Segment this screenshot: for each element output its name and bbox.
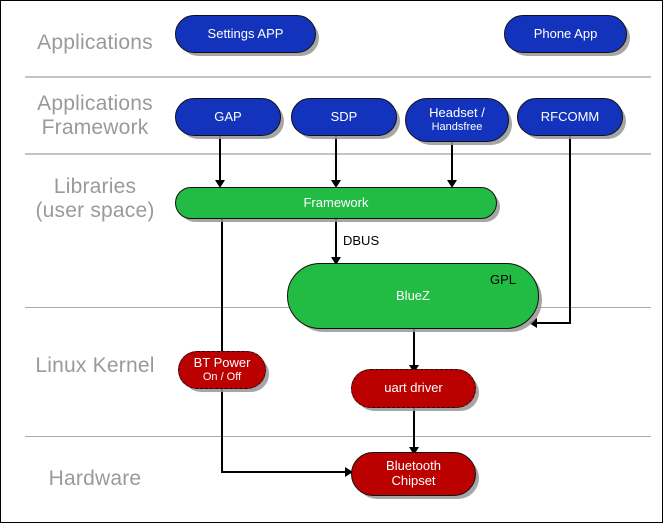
edge-uart-to-chipset-arrow bbox=[409, 447, 419, 455]
tier-label-applications: Applications bbox=[37, 31, 153, 54]
node-bt-power-label-line2: On / Off bbox=[202, 371, 242, 384]
edge-sdp-to-framework bbox=[335, 136, 337, 184]
edge-uart-to-chipset bbox=[413, 408, 415, 451]
node-headset-handsfree[interactable]: Headset / Handsfree bbox=[405, 98, 509, 142]
node-bluetooth-chipset-label-line2: Chipset bbox=[391, 473, 436, 488]
node-bluetooth-chipset[interactable]: Bluetooth Chipset bbox=[351, 452, 476, 496]
edge-framework-to-bluez bbox=[335, 219, 337, 261]
edge-rfcomm-to-bluez-vertical bbox=[569, 136, 571, 324]
node-bluez[interactable]: GPL BlueZ bbox=[287, 263, 539, 329]
node-bluez-license-badge: GPL bbox=[489, 272, 516, 287]
edge-rfcomm-to-bluez-arrow bbox=[529, 318, 537, 328]
tier-divider-1 bbox=[25, 76, 651, 78]
node-bluez-label: BlueZ bbox=[396, 287, 430, 303]
node-uart-driver[interactable]: uart driver bbox=[351, 369, 476, 408]
node-uart-driver-label: uart driver bbox=[384, 380, 443, 396]
tier-label-hardware: Hardware bbox=[48, 467, 142, 490]
node-bt-power-label-line1: BT Power bbox=[193, 355, 251, 371]
edge-framework-to-chipset-vertical bbox=[221, 219, 223, 473]
edge-sdp-to-framework-arrow bbox=[331, 180, 341, 188]
node-sdp-label: SDP bbox=[330, 108, 358, 124]
node-bt-power[interactable]: BT Power On / Off bbox=[178, 351, 266, 389]
edge-gap-to-framework-arrow bbox=[215, 180, 225, 188]
node-sdp[interactable]: SDP bbox=[291, 98, 397, 136]
edge-rfcomm-to-bluez-horizontal bbox=[537, 322, 571, 324]
node-phone-app-label: Phone App bbox=[533, 25, 598, 41]
node-headset-handsfree-label-line1: Headset / bbox=[429, 105, 485, 121]
tier-label-libraries: Libraries (user space) bbox=[35, 175, 155, 222]
tier-divider-4 bbox=[25, 436, 651, 437]
node-settings-app-label: Settings APP bbox=[207, 25, 284, 41]
edge-framework-to-bluez-arrow bbox=[331, 257, 341, 265]
node-phone-app[interactable]: Phone App bbox=[504, 15, 627, 53]
edge-framework-to-chipset-arrow bbox=[345, 467, 353, 477]
tier-divider-2 bbox=[25, 153, 651, 155]
edge-headset-to-framework bbox=[451, 142, 453, 184]
node-framework[interactable]: Framework bbox=[175, 187, 497, 219]
tier-label-applications-framework: Applications Framework bbox=[37, 92, 153, 139]
node-settings-app[interactable]: Settings APP bbox=[175, 15, 316, 53]
node-rfcomm[interactable]: RFCOMM bbox=[517, 98, 623, 136]
edge-headset-to-framework-arrow bbox=[447, 180, 457, 188]
node-gap[interactable]: GAP bbox=[175, 98, 281, 136]
node-bluetooth-chipset-label-line1: Bluetooth bbox=[386, 458, 441, 474]
edge-label-dbus: DBUS bbox=[343, 233, 380, 248]
node-framework-label: Framework bbox=[303, 194, 369, 210]
node-gap-label: GAP bbox=[214, 108, 242, 124]
tier-label-linux-kernel: Linux Kernel bbox=[35, 354, 155, 377]
edge-bluez-to-uart bbox=[413, 329, 415, 369]
node-headset-handsfree-label-line2: Handsfree bbox=[431, 121, 483, 134]
edge-framework-to-chipset-horizontal bbox=[221, 471, 347, 473]
node-rfcomm-label: RFCOMM bbox=[540, 108, 600, 124]
edge-gap-to-framework bbox=[219, 136, 221, 184]
